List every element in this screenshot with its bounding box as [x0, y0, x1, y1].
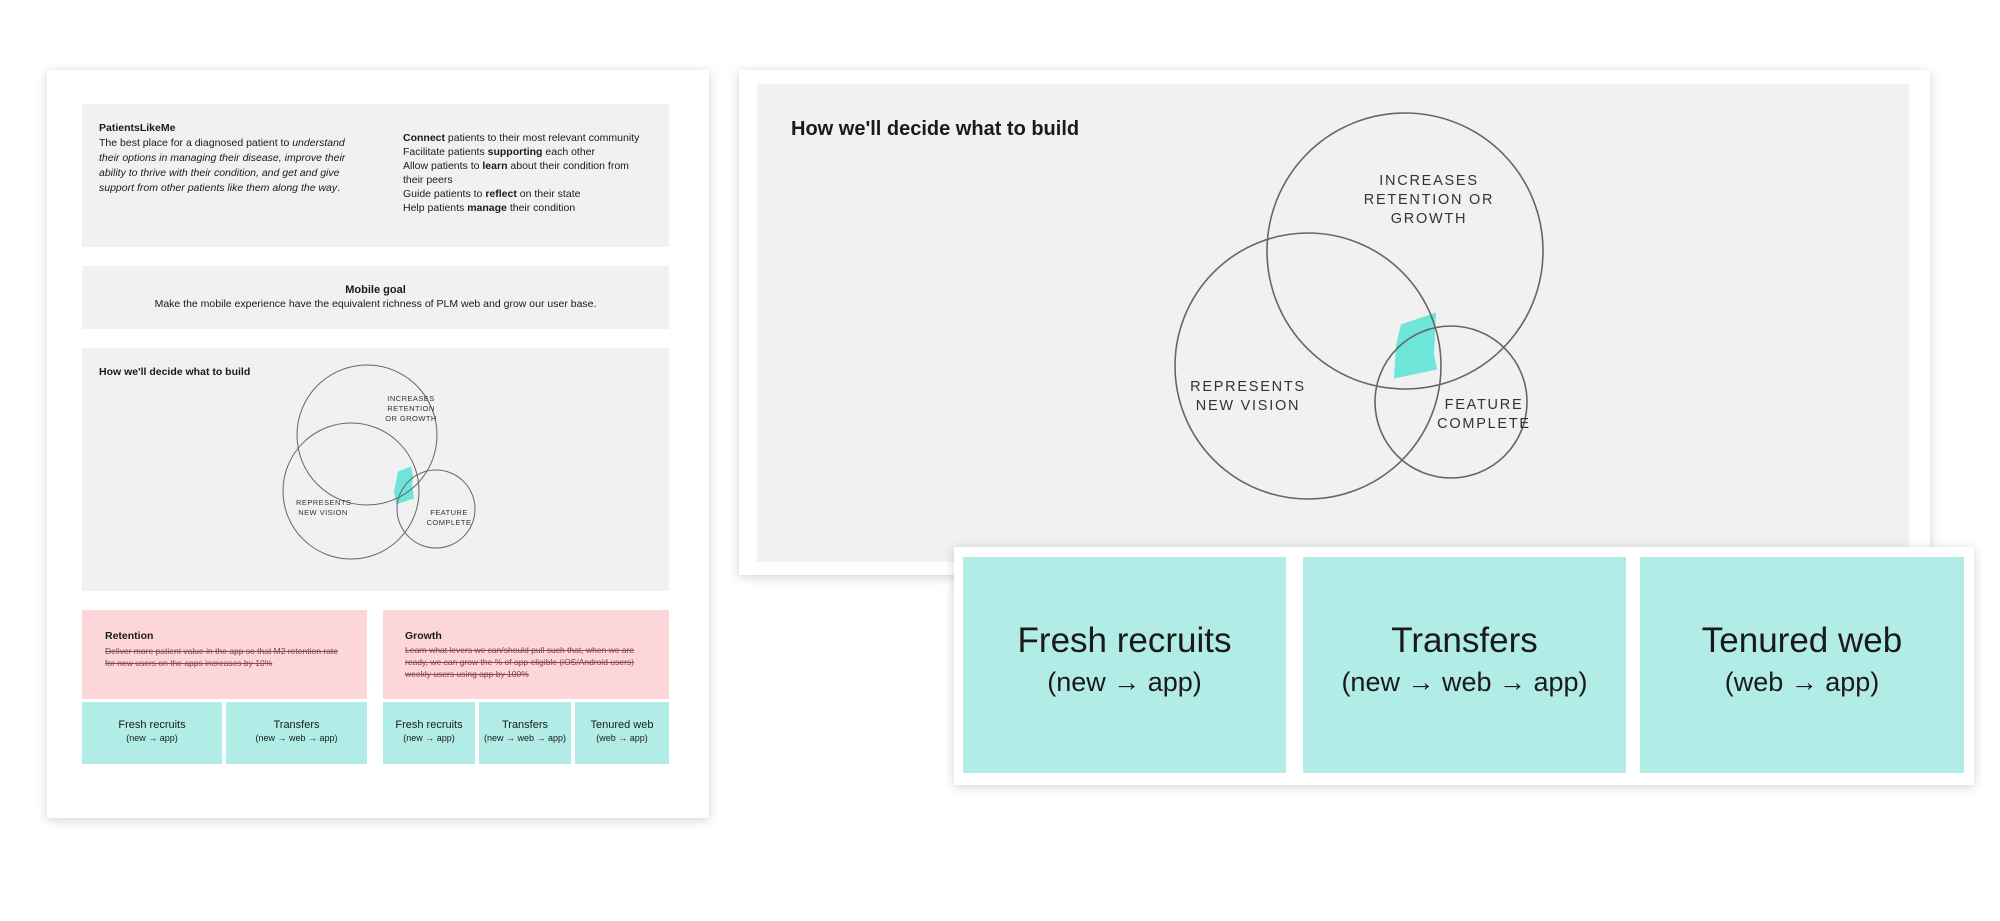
growth-text: Learn what levers we can/should pull suc…	[405, 645, 635, 679]
venn-circle-complete	[1374, 325, 1528, 479]
venn-circle-vision	[282, 422, 420, 560]
venn-label-complete-small: FEATURE COMPLETE	[426, 508, 472, 527]
segment-card-small: Transfers (new → web → app)	[226, 702, 367, 764]
venn-circle-vision	[1174, 232, 1442, 500]
segment-name: Fresh recruits	[1017, 621, 1232, 660]
venn-label-growth: INCREASES RETENTION OR GROWTH	[1363, 173, 1495, 227]
mobile-goal-title: Mobile goal	[345, 284, 406, 296]
goals-list: Connect patients to their most relevant …	[403, 131, 651, 215]
intro-panel: PatientsLikeMe The best place for a diag…	[82, 104, 669, 247]
brand-title: PatientsLikeMe	[99, 122, 176, 134]
venn-label-vision-small: REPRESENTS NEW VISION	[296, 498, 352, 517]
segment-card-fresh-recruits: Fresh recruits (new → app)	[963, 557, 1286, 773]
segment-name: Tenured web	[1701, 621, 1903, 660]
mission-italic: understand their options in managing the…	[99, 137, 346, 194]
mission-prefix: The best place for a diagnosed patient t…	[99, 137, 293, 149]
segment-card-small: Fresh recruits (new → app)	[383, 702, 475, 764]
retention-title: Retention	[105, 630, 154, 642]
mission-suffix: .	[337, 182, 341, 194]
growth-title: Growth	[405, 630, 442, 642]
mobile-goal-panel: Mobile goal Make the mobile experience h…	[82, 266, 669, 329]
venn-circle-growth	[296, 364, 438, 506]
segment-card-transfers: Transfers (new → web → app)	[1303, 557, 1626, 773]
venn-circle-complete	[396, 469, 476, 549]
segment-path: (new → web → app)	[1341, 667, 1588, 697]
slide-title: How we'll decide what to build	[791, 118, 1080, 140]
goal-item: Allow patients to learn about their cond…	[403, 160, 629, 186]
retention-card: Retention Deliver more patient value in …	[82, 610, 367, 699]
venn-label-growth-small: INCREASES RETENTION OR GROWTH	[385, 394, 437, 423]
strategy-document: PatientsLikeMe The best place for a diag…	[47, 70, 709, 818]
intro-left: PatientsLikeMe The best place for a diag…	[99, 121, 359, 196]
retention-text: Deliver more patient value in the app so…	[105, 646, 338, 668]
goal-item: Guide patients to reflect on their state	[403, 188, 581, 200]
segment-card-small: Fresh recruits (new → app)	[82, 702, 222, 764]
segment-path: (new → app)	[1047, 667, 1202, 697]
growth-card: Growth Learn what levers we can/should p…	[383, 610, 669, 699]
venn-circle-growth	[1266, 112, 1544, 390]
segment-card-tenured-web: Tenured web (web → app)	[1640, 557, 1964, 773]
venn-label-vision: REPRESENTS NEW VISION	[1190, 379, 1306, 414]
venn-overlap-highlight	[1394, 312, 1437, 379]
venn-label-complete: FEATURE COMPLETE	[1437, 397, 1531, 432]
venn-slide: How we'll decide what to build INCREASES…	[739, 70, 1930, 575]
venn-overlap-highlight	[394, 466, 414, 505]
goal-item: Help patients manage their condition	[403, 202, 576, 214]
segment-name: Transfers	[1391, 621, 1538, 660]
goal-item: Facilitate patients supporting each othe…	[403, 146, 596, 158]
venn-diagram-large	[1174, 112, 1544, 500]
segment-path: (web → app)	[1724, 667, 1880, 697]
venn-diagram-small	[282, 364, 476, 560]
segment-card-small: Tenured web (web → app)	[575, 702, 669, 764]
segment-card-small: Transfers (new → web → app)	[479, 702, 571, 764]
mobile-goal-text: Make the mobile experience have the equi…	[154, 298, 597, 310]
decide-panel-small: How we'll decide what to build INCREASES…	[82, 348, 669, 591]
goal-item: Connect patients to their most relevant …	[403, 132, 640, 144]
decide-title-small: How we'll decide what to build	[99, 366, 251, 378]
venn-slide-panel: How we'll decide what to build INCREASES…	[757, 84, 1909, 562]
segment-strip: Fresh recruits (new → app) Transfers (ne…	[954, 547, 1974, 785]
